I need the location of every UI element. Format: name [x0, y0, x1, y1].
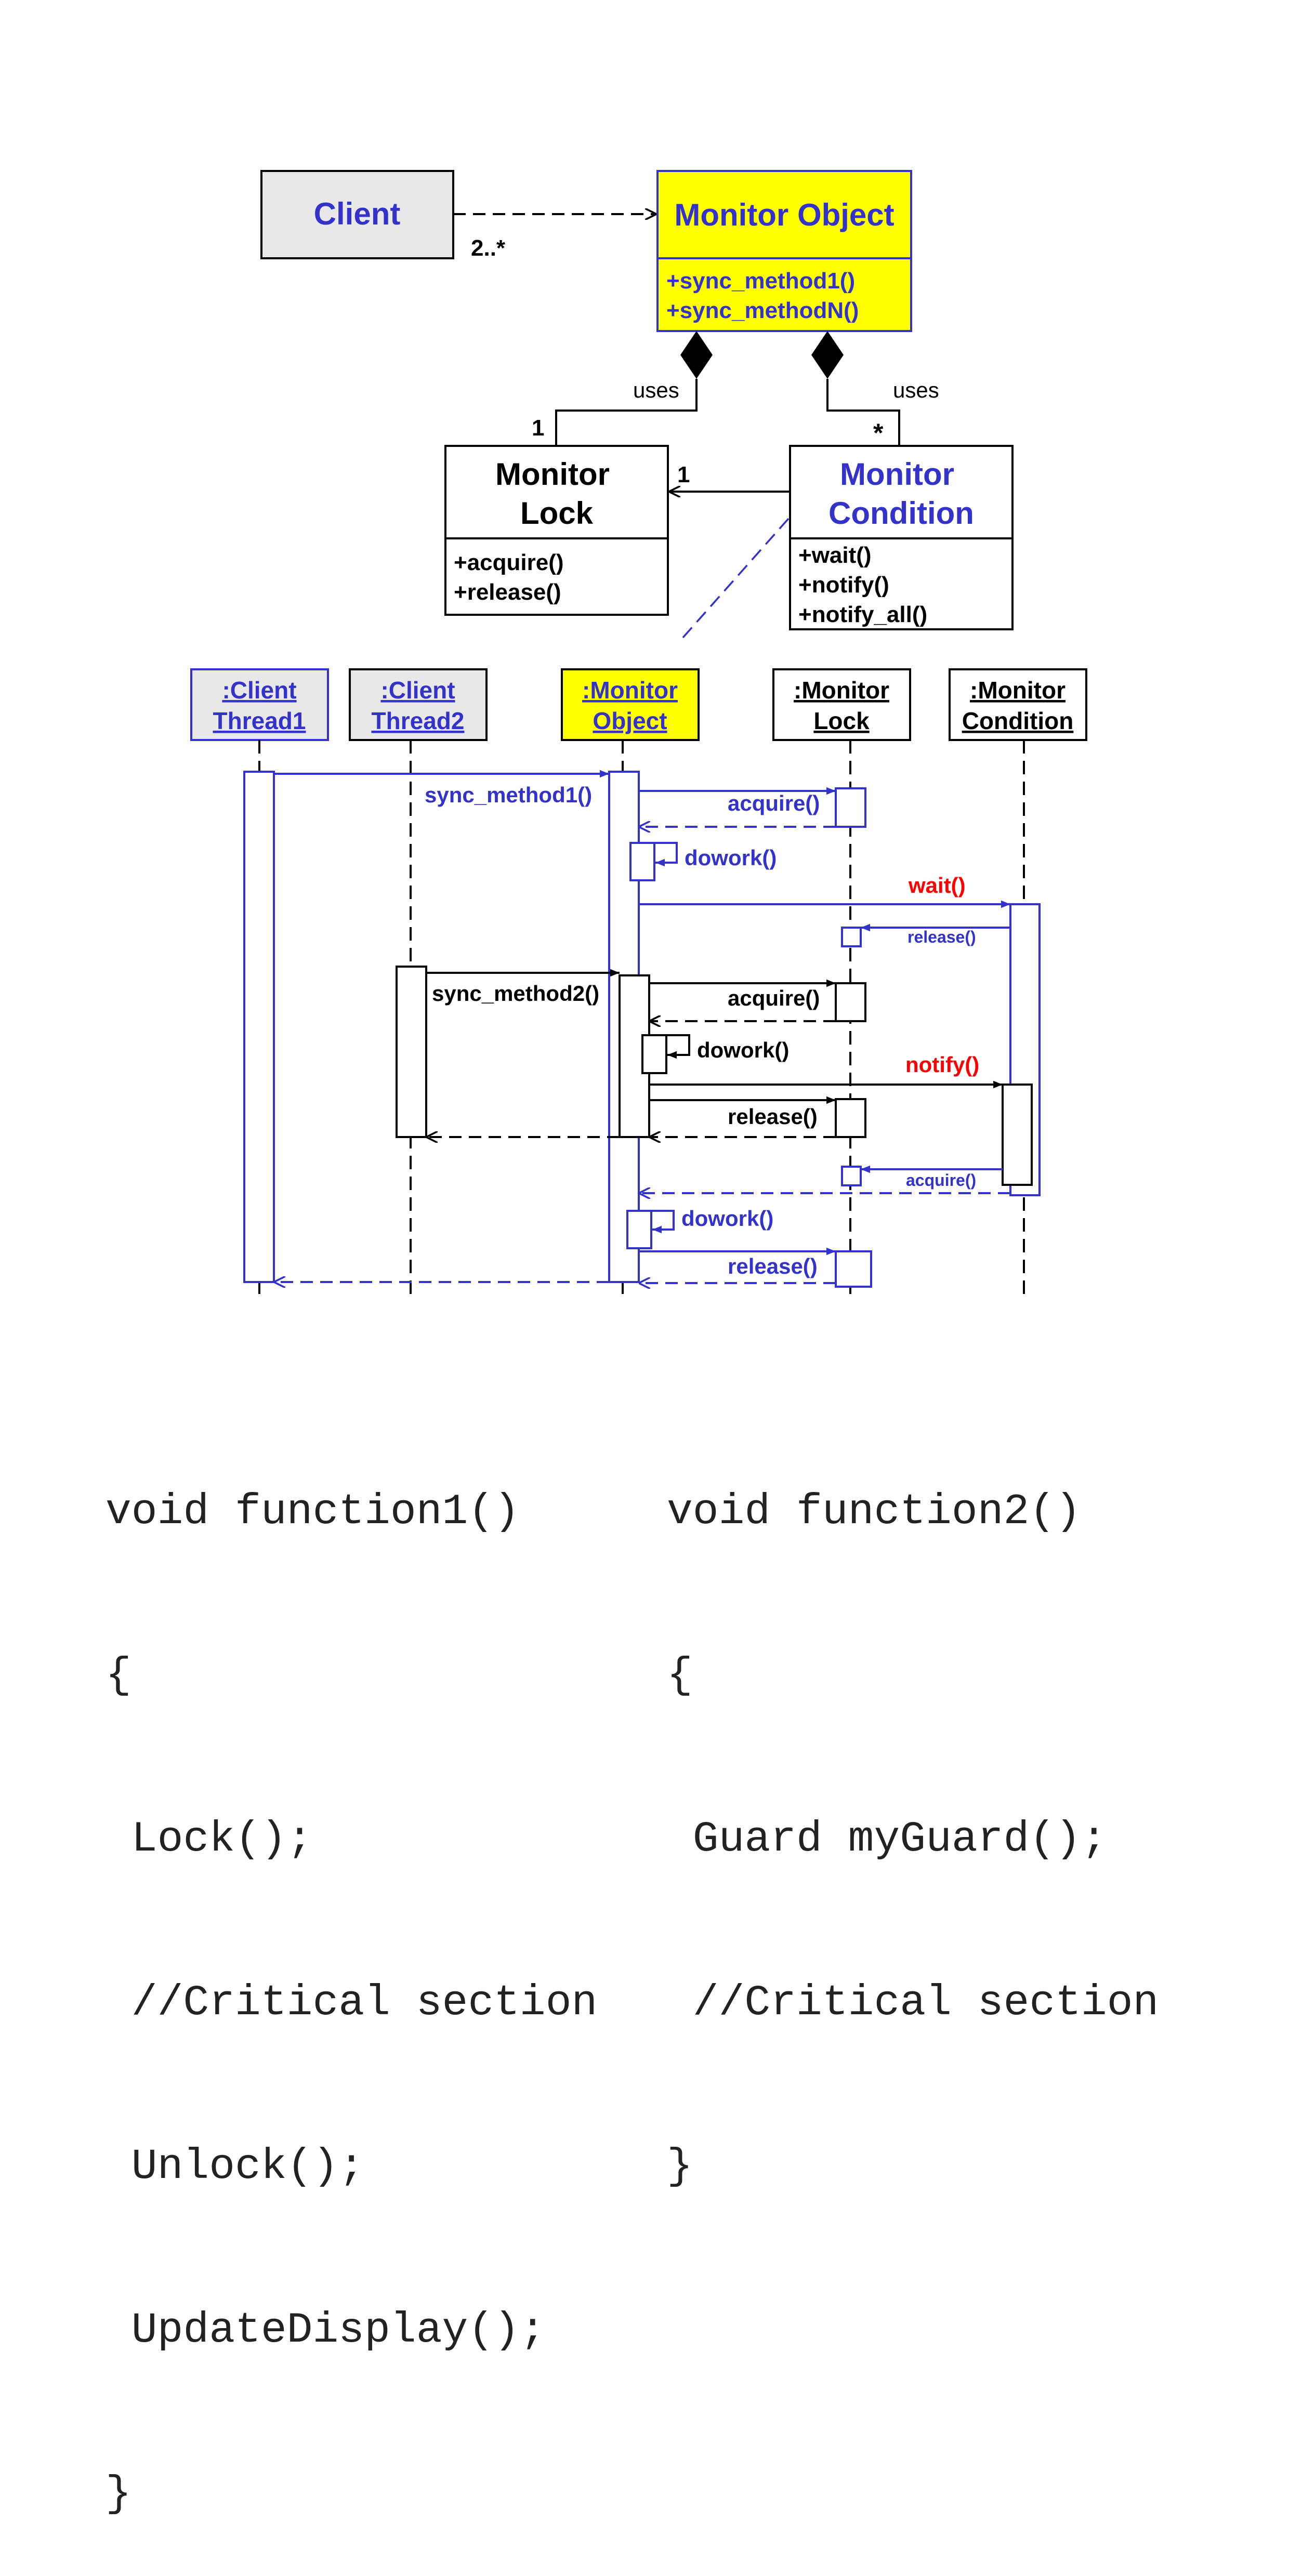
monitor-condition-method: +notify() — [798, 572, 889, 598]
message-label-wait: wait() — [908, 873, 966, 897]
monitor-object-diagram: Client 2..* Monitor Object +sync_method1… — [190, 170, 1087, 1295]
activation-client-thread1 — [243, 771, 275, 1283]
class-to-sequence-connector — [681, 518, 790, 639]
lifeline-monitor-object-label: :Monitor — [582, 677, 678, 704]
activation-lock-acquire-wake — [841, 1166, 862, 1186]
activation-lock-release3 — [835, 1250, 872, 1288]
monitor-lock-method: +release() — [454, 579, 561, 605]
activation-monitor-condition-black — [1002, 1084, 1033, 1186]
monitor-lock-class-box — [444, 445, 669, 616]
code-line: Guard myGuard(); — [667, 1815, 1107, 1864]
message-label-release-wait: release() — [907, 928, 976, 946]
class-diagram: Client 2..* Monitor Object +sync_method1… — [260, 170, 1014, 639]
lock-multiplicity: 1 — [532, 415, 544, 441]
activation-dowork3 — [626, 1210, 652, 1249]
code-line: void function2() — [667, 1487, 1081, 1536]
message-label-dowork2: dowork() — [697, 1038, 789, 1062]
message-label-notify: notify() — [905, 1052, 979, 1077]
client-class-box — [260, 170, 454, 259]
message-label-release3: release() — [728, 1254, 818, 1278]
lifeline-monitor-condition-label: Condition — [962, 707, 1074, 734]
message-label-acquire2: acquire() — [728, 986, 820, 1010]
client-multiplicity: 2..* — [471, 235, 506, 261]
activation-dowork1 — [629, 842, 655, 881]
message-label-acquire1: acquire() — [728, 791, 820, 815]
self-call-dowork2 — [666, 1034, 690, 1059]
activation-client-thread2 — [396, 966, 427, 1138]
lifeline-monitor-lock-label: :Monitor — [794, 677, 889, 704]
uses-label-right: uses — [893, 378, 939, 402]
lock-association-multiplicity: 1 — [677, 462, 690, 487]
uses-label-left: uses — [633, 378, 679, 402]
code-line: { — [667, 1651, 693, 1700]
lifeline-client-thread1-label: :Client — [222, 677, 296, 704]
message-label-release2: release() — [728, 1104, 818, 1129]
composition-diamond-condition — [811, 331, 844, 379]
lifeline-monitor-lock-label: Lock — [813, 707, 870, 734]
monitor-object-method: +sync_method1() — [666, 268, 855, 294]
monitor-object-class-name: Monitor Object — [674, 197, 894, 232]
lifeline-monitor-object-box — [561, 668, 700, 741]
lifeline-client-thread2-label: Thread2 — [372, 707, 465, 734]
uses-link-condition — [826, 379, 900, 445]
monitor-condition-class-name: Monitor — [840, 457, 954, 492]
activation-lock-release-wait — [841, 927, 862, 947]
message-label-acquire-wake: acquire() — [906, 1171, 976, 1190]
composition-diamond-lock — [680, 331, 713, 379]
lifeline-monitor-condition-box — [949, 668, 1087, 741]
monitor-lock-class-name: Monitor — [495, 457, 610, 492]
code-line: Unlock(); — [106, 2142, 365, 2191]
monitor-lock-method: +acquire() — [454, 550, 564, 575]
code-line: } — [106, 2469, 131, 2518]
activation-lock-release2 — [835, 1098, 866, 1138]
code-line: //Critical section — [667, 1978, 1159, 2027]
code-line: //Critical section — [106, 1978, 598, 2027]
activation-lock-acquire2 — [835, 982, 866, 1022]
lifeline-monitor-object-label: Object — [593, 707, 667, 734]
monitor-condition-class-name: Condition — [828, 496, 974, 531]
lifeline-monitor-condition-label: :Monitor — [970, 677, 1066, 704]
activation-lock-acquire1 — [835, 787, 866, 828]
lifeline-monitor-lock-box — [772, 668, 911, 741]
lifeline-client-thread1-box — [190, 668, 329, 741]
monitor-condition-method: +wait() — [798, 543, 872, 568]
lifeline-client-thread2-box — [349, 668, 488, 741]
activation-dowork2 — [641, 1034, 667, 1074]
code-line: UpdateDisplay(); — [106, 2306, 546, 2355]
message-label-dowork1: dowork() — [685, 846, 777, 870]
lifeline-client-thread2-label: :Client — [380, 677, 455, 704]
self-call-dowork3 — [651, 1210, 675, 1234]
message-label-dowork3: dowork() — [681, 1206, 773, 1231]
self-call-dowork1 — [654, 842, 678, 867]
condition-multiplicity: * — [873, 418, 884, 447]
code-line: Lock(); — [106, 1815, 313, 1864]
message-label-sync-method2: sync_method2() — [432, 981, 599, 1006]
client-class-name: Client — [314, 196, 401, 231]
monitor-object-class-box — [656, 170, 912, 332]
uses-link-lock — [555, 379, 698, 445]
code-function2: void function2() { Guard myGuard(); //Cr… — [667, 1376, 1159, 2249]
code-line: { — [106, 1651, 131, 1700]
sequence-diagram: :Client Thread1 :Client Thread2 :Monitor… — [190, 668, 1087, 1295]
code-line: } — [667, 2142, 693, 2191]
lifeline-client-thread1-label: Thread1 — [213, 707, 306, 734]
monitor-lock-class-name: Lock — [520, 496, 594, 531]
monitor-object-method: +sync_methodN() — [666, 298, 859, 323]
monitor-condition-method: +notify_all() — [798, 602, 927, 627]
code-function1: void function1() { Lock(); //Critical se… — [106, 1376, 597, 2576]
code-line: void function1() — [106, 1487, 520, 1536]
message-label-sync-method1: sync_method1() — [425, 783, 592, 807]
